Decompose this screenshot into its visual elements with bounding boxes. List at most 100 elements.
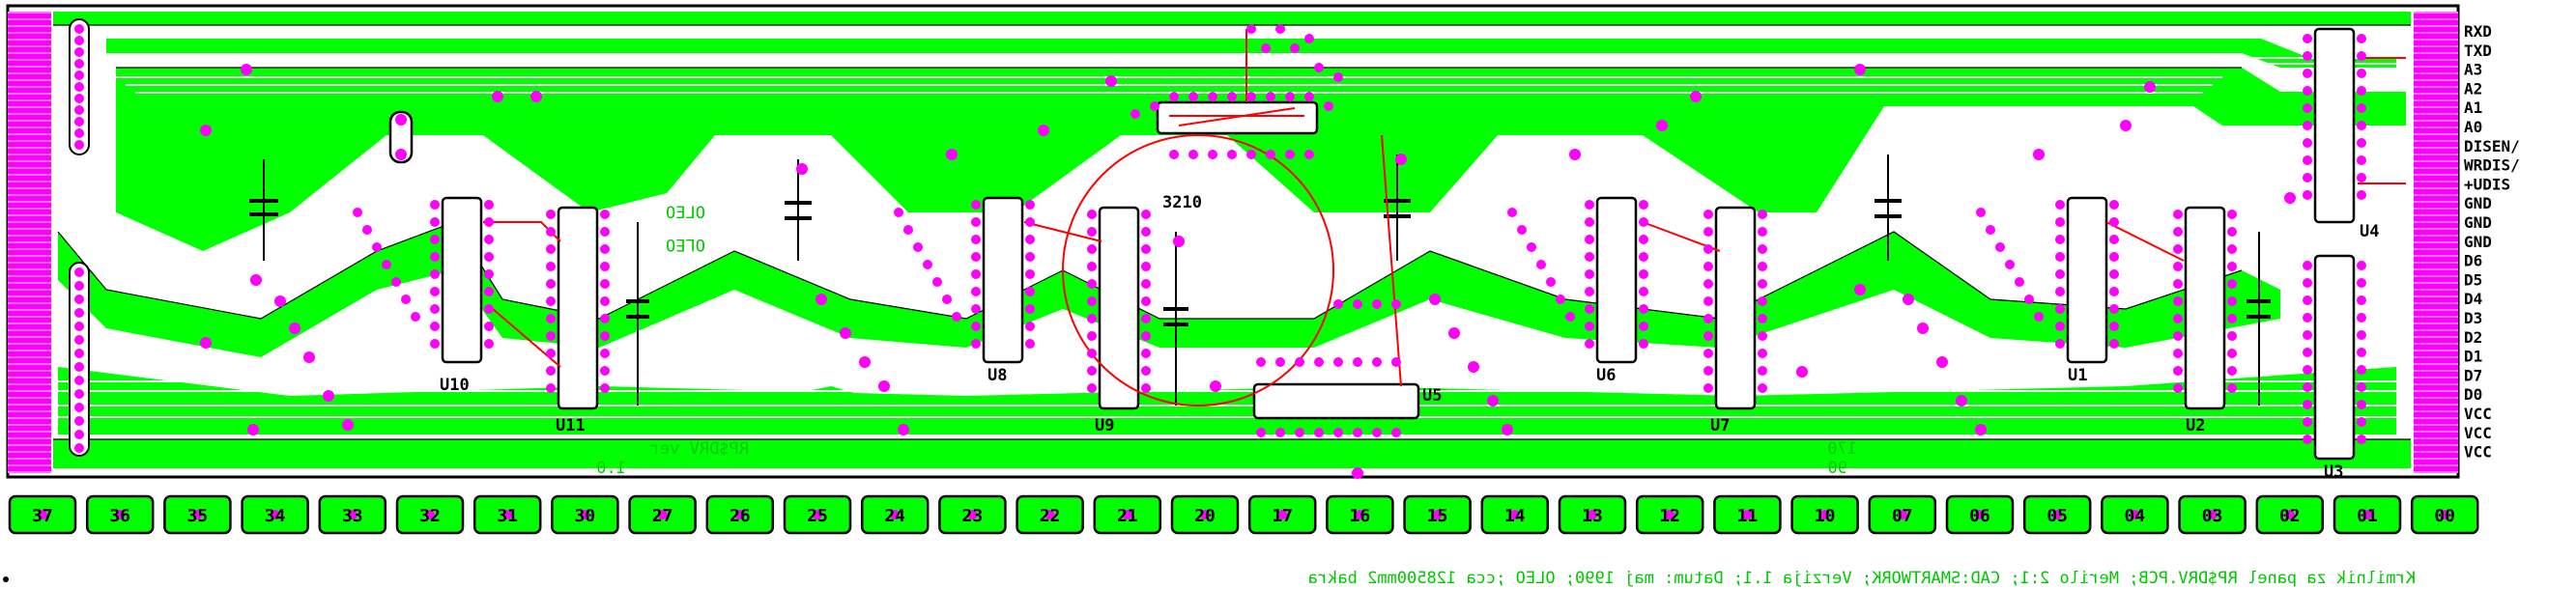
pin-number-label: 05 [2046,506,2068,526]
signal-label: A0 [2464,118,2482,136]
mirrored-num2: 90 [1828,459,1847,478]
label-u11: U11 [556,416,586,435]
pin-number-label: 01 [2357,506,2378,526]
signal-label: DISEN/ [2464,137,2520,155]
pin-number-label: 32 [419,506,441,526]
pin-number-label: 24 [884,506,905,526]
pin-pad-dot [1200,510,1210,519]
red-traces [483,29,2406,407]
label-u5: U5 [1422,386,1442,406]
pin-pad-dot [270,510,280,519]
pin-pad-dot [347,510,358,519]
pin-number-label: 03 [2202,506,2223,526]
pin-number-label: 06 [1969,506,1990,526]
signal-label: A1 [2464,98,2482,117]
left-edge-connector [8,12,51,473]
label-u6: U6 [1596,366,1616,385]
pin-pad-dot [1897,510,1907,519]
pin-number-label: 07 [1892,506,1913,526]
signal-label: GND [2464,233,2492,251]
label-u7: U7 [1710,416,1730,435]
mirrored-oleo-1: OLEO [666,204,705,223]
pin-number-label: 35 [187,506,209,526]
pin-number-label: 30 [575,506,596,526]
pin-pad-dot [734,510,745,519]
pin-pad-dot [2284,510,2295,519]
pin-pad-dot [657,510,668,519]
pin-number-label: 22 [1040,506,1061,526]
label-u8: U8 [987,366,1007,385]
pin-pad-dot [890,510,901,519]
signal-label: VCC [2464,424,2492,442]
pin-number-label: 04 [2125,506,2146,526]
pin-pad-dot [1819,510,1830,519]
mirrored-num1: 170 [1827,439,1857,459]
pin-number-label: 14 [1504,506,1526,526]
label-u4: U4 [2360,222,2379,241]
pin-pad-dot [192,510,203,519]
pin-number-label: 12 [1659,506,1680,526]
pin-number-label: 00 [2434,506,2455,526]
label-u10: U10 [440,376,470,395]
left-connector-strip-lower [69,262,90,457]
pin-number-label: 02 [2279,506,2301,526]
trace-gaps [58,57,2396,418]
label-u2: U2 [2186,416,2205,435]
pin-number-label: 21 [1117,506,1138,526]
board-caption: Krmilnik za panel RP$DRV.PCB; Merilo 2:1… [1308,569,2416,588]
signal-label: VCC [2464,443,2492,462]
pin-pad-dot [2440,510,2450,519]
pin-pad-dot [2052,510,2063,519]
label-u9: U9 [1095,416,1114,435]
pin-number-label: 27 [652,506,673,526]
signal-label-column: RXDTXDA3A2A1A0DISEN/WRDIS/+UDISGNDGNDGND… [2464,22,2520,462]
corner-dot [3,576,9,582]
pads [74,24,2366,479]
pin-number-label: 17 [1272,506,1293,526]
pin-number-label: 34 [265,506,286,526]
label-u3: U3 [2324,463,2343,482]
signal-label: D0 [2464,385,2482,404]
pin-number-label: 33 [342,506,363,526]
signal-label: D6 [2464,252,2482,270]
fanout-vias [353,208,2044,322]
signal-label: D4 [2464,290,2482,308]
signal-label: D5 [2464,270,2482,289]
label-u1: U1 [2068,366,2087,385]
signal-label: D1 [2464,348,2482,366]
label-3210: 3210 [1162,193,1202,212]
pin-number-label: 23 [962,506,984,526]
pin-number-label: 31 [497,506,518,526]
pin-number-label: 36 [109,506,130,526]
signal-label: A3 [2464,61,2482,79]
pin-pad-dot [967,510,978,519]
pin-pad-dot [1355,510,1365,519]
pin-pad-dot [1122,510,1132,519]
pin-pad-dot [813,510,822,519]
mirrored-version-line1: RP$DRV ver [650,439,749,459]
mirrored-version-line2: 1.0 [596,459,626,478]
pin-pad-dot [1742,510,1753,519]
pin-pad-dot [1509,510,1520,519]
mirrored-oleo-2: OLEO [666,235,705,254]
signal-label: D2 [2464,328,2482,347]
pin-number-label: 26 [730,506,751,526]
signal-label: RXD [2464,22,2492,41]
pin-pad-dot [580,510,590,519]
signal-label: D3 [2464,309,2482,327]
capacitor-leads [263,154,2260,406]
signal-label: TXD [2464,42,2492,60]
right-edge-connector [2414,12,2458,473]
pin-pad-dot [2362,510,2372,519]
pin-pad-dot [2207,510,2218,519]
pin-number-label: 37 [32,506,53,526]
signal-label: D7 [2464,366,2482,384]
signal-label: A2 [2464,79,2482,98]
signal-label: WRDIS/ [2464,156,2520,175]
pin-pad-dot [1432,510,1443,519]
pin-number-label: 10 [1815,506,1836,526]
signal-label: +UDIS [2464,175,2510,193]
pin-pad-dot [425,510,435,519]
